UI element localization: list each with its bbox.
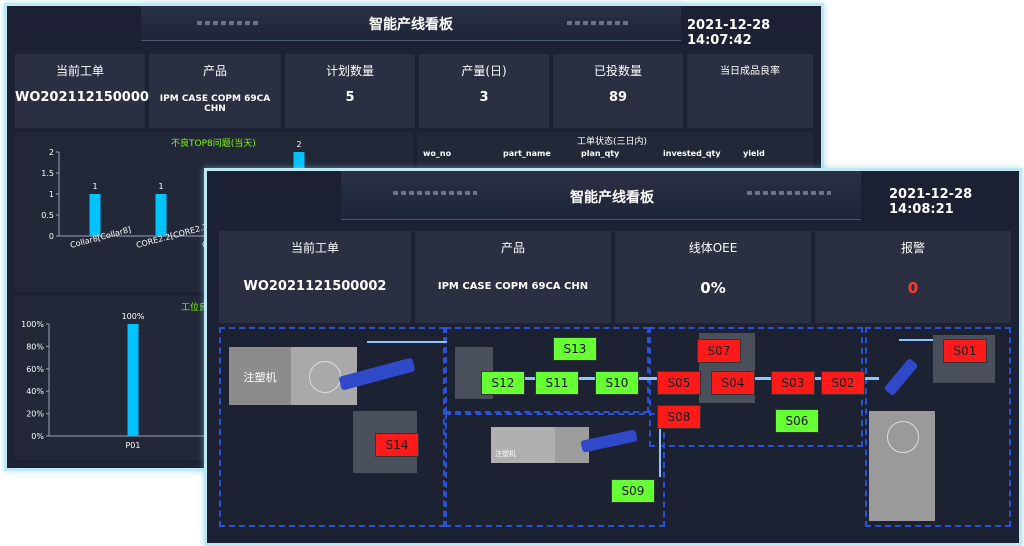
cell-value: 0% <box>700 279 726 297</box>
data-label: 1 <box>92 182 97 191</box>
station-s06[interactable]: S06 <box>775 409 819 433</box>
machine-label: 注塑机 <box>243 371 277 384</box>
data-label: 2 <box>296 140 301 149</box>
front-dots-right <box>747 191 831 195</box>
x-tick-label: Collar8[Collar8] <box>69 225 132 250</box>
table-title: 工单状态(三日内) <box>577 137 648 147</box>
front-cell-product: 产品 IPM CASE COPM 69CA CHN <box>415 231 611 323</box>
y-tick-label: 0.5 <box>41 211 54 220</box>
y-tick-label: 40% <box>26 387 44 396</box>
col-header-wo-no: wo_no <box>423 149 452 158</box>
cell-label: 当前工单 <box>290 241 339 255</box>
station-s03[interactable]: S03 <box>771 371 815 395</box>
bar <box>155 194 167 236</box>
bar <box>127 324 139 436</box>
station-yield-chart-title: 工位良 <box>181 303 209 313</box>
x-tick-label: P01 <box>125 441 140 450</box>
cell-label: 产品 <box>500 241 525 255</box>
zone-center-top <box>445 327 649 413</box>
conveyor-down <box>659 407 661 477</box>
front-page-title: 智能产线看板 <box>570 190 654 206</box>
back-cell-invested-qty: 已投数量 89 <box>553 54 683 128</box>
conveyor-left <box>367 341 447 343</box>
cell-value: IPM CASE COPM 69CA CHN <box>437 281 589 292</box>
station-s10[interactable]: S10 <box>595 371 639 395</box>
cell-label: 当前工单 <box>55 64 104 78</box>
defect-chart-title: 不良TOP8问题(当天) <box>171 139 256 149</box>
cell-value: 3 <box>479 90 489 105</box>
y-tick-label: 0 <box>49 232 54 241</box>
back-cell-plan-qty: 计划数量 5 <box>285 54 415 128</box>
col-header-invested-qty: invested_qty <box>663 149 721 158</box>
front-cell-line-oee: 线体OEE 0% <box>615 231 811 323</box>
cell-label: 线体OEE <box>688 241 738 255</box>
y-tick-label: 2 <box>49 148 54 157</box>
back-page-title: 智能产线看板 <box>369 17 453 33</box>
cell-value: WO2021121500002 <box>243 279 387 294</box>
mold-circle <box>309 361 341 393</box>
station-s12[interactable]: S12 <box>481 371 525 395</box>
cell-label: 产品 <box>202 64 227 78</box>
production-line-map: 注塑机 注塑机 S13 S12 S11 S10 S05 S04 S03 S02 … <box>219 327 1011 535</box>
front-cell-work-order: 当前工单 WO2021121500002 <box>219 231 411 323</box>
col-header-plan-qty: plan_qty <box>581 149 620 158</box>
station-s13[interactable]: S13 <box>553 337 597 361</box>
front-dashboard-window: 智能产线看板 2021-12-28 14:08:21 当前工单 WO202112… <box>204 168 1022 546</box>
y-tick-label: 100% <box>21 320 44 329</box>
back-work-order-table: 工单状态(三日内) wo_no part_name plan_qty inves… <box>417 132 813 172</box>
injection-machine-3 <box>869 411 935 521</box>
station-s11[interactable]: S11 <box>535 371 579 395</box>
machine-label: 注塑机 <box>495 450 516 458</box>
zone-far-right <box>865 327 1011 527</box>
cell-value: 5 <box>345 90 355 105</box>
cell-label: 已投数量 <box>593 64 642 78</box>
y-tick-label: 1.5 <box>41 169 54 178</box>
y-tick-label: 1 <box>49 190 54 199</box>
back-cell-work-order: 当前工单 WO2021121500002 <box>15 54 158 128</box>
front-title-band <box>341 171 861 220</box>
back-cell-daily-output: 产量(日) 3 <box>419 54 549 128</box>
back-cell-yield: 当日成品良率 <box>687 54 813 128</box>
back-cell-product: 产品 IPM CASE COPM 69CA CHN <box>149 54 281 128</box>
zone-center-bottom <box>445 413 665 527</box>
bar <box>89 194 101 236</box>
cell-label: 报警 <box>900 241 925 255</box>
data-label: 1 <box>158 182 163 191</box>
station-s09[interactable]: S09 <box>611 479 655 503</box>
col-header-part-name: part_name <box>503 149 551 158</box>
station-s02[interactable]: S02 <box>821 371 865 395</box>
cell-label: 产量(日) <box>461 64 507 78</box>
cell-value: 89 <box>608 90 628 105</box>
front-cell-alarm: 报警 0 <box>815 231 1011 323</box>
injection-machine-1: 注塑机 <box>229 347 291 405</box>
col-header-yield: yield <box>743 149 765 158</box>
cell-label: 当日成品良率 <box>720 66 780 77</box>
station-s08[interactable]: S08 <box>657 405 701 429</box>
station-s04[interactable]: S04 <box>711 371 755 395</box>
back-header: 智能产线看板 2021-12-28 14:07:42 <box>7 6 821 48</box>
station-s14[interactable]: S14 <box>375 433 419 457</box>
cell-value: WO2021121500002 <box>15 90 158 105</box>
front-dots-left <box>393 191 477 195</box>
front-header: 智能产线看板 2021-12-28 14:08:21 <box>207 171 1019 223</box>
y-tick-label: 20% <box>26 410 44 419</box>
y-tick-label: 80% <box>26 342 44 351</box>
mold-circle <box>887 421 919 453</box>
cell-value: IPM CASE COPM 69CA CHN <box>159 94 271 114</box>
back-dots-left <box>197 21 259 25</box>
y-tick-label: 60% <box>26 365 44 374</box>
back-dots-right <box>567 21 629 25</box>
station-s01[interactable]: S01 <box>943 339 987 363</box>
station-s05[interactable]: S05 <box>657 371 701 395</box>
cell-label: 计划数量 <box>325 64 374 78</box>
data-label: 100% <box>122 312 145 321</box>
front-clock: 2021-12-28 14:08:21 <box>889 187 973 217</box>
back-clock: 2021-12-28 14:07:42 <box>687 18 771 48</box>
station-s07[interactable]: S07 <box>697 339 741 363</box>
y-tick-label: 0% <box>31 432 44 441</box>
zone-left <box>219 327 445 527</box>
injection-machine-2: 注塑机 <box>491 427 555 463</box>
alarm-count: 0 <box>907 279 919 297</box>
